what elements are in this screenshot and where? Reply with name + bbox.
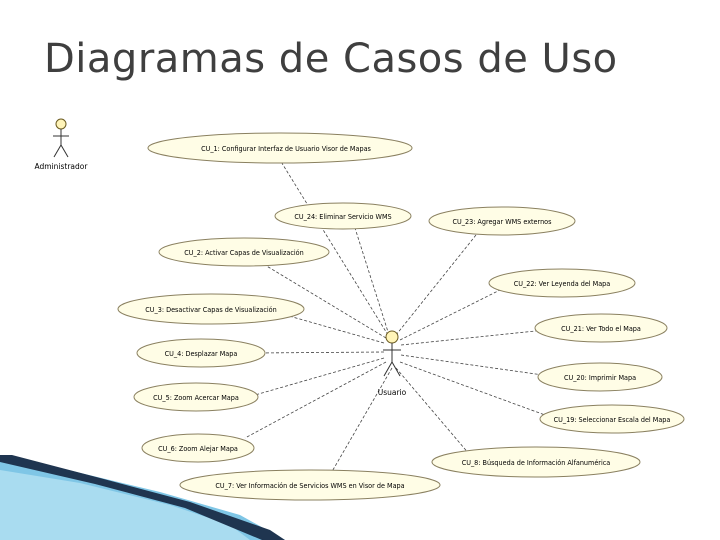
corner-decoration [0,455,285,540]
svg-text:CU_6: Zoom Alejar Mapa: CU_6: Zoom Alejar Mapa [158,444,238,453]
assoc-uc8 [395,367,471,456]
assoc-uc21 [400,329,546,346]
slide-title: Diagramas de Casos de Uso [44,36,618,82]
assoc-uc5 [254,357,385,396]
use-case-uc7: CU_7: Ver Información de Servicios WMS e… [179,469,441,501]
assoc-uc19 [399,361,546,416]
svg-text:CU_23: Agregar WMS externos: CU_23: Agregar WMS externos [452,217,552,226]
svg-text:CU_3: Desactivar Capas de Visu: CU_3: Desactivar Capas de Visualización [145,305,276,314]
use-case-uc21: CU_21: Ver Todo el Mapa [534,313,668,343]
use-case-uc2: CU_2: Activar Capas de Visualización [158,237,330,267]
use-case-uc24: CU_24: Eliminar Servicio WMS [274,202,412,230]
use-case-uc6: CU_6: Zoom Alejar Mapa [141,433,255,463]
assoc-uc23 [395,229,481,336]
svg-text:CU_1: Configurar Interfaz de U: CU_1: Configurar Interfaz de Usuario Vis… [201,144,371,153]
assoc-uc3 [274,311,385,344]
svg-text:CU_24: Eliminar Servicio WMS: CU_24: Eliminar Servicio WMS [294,212,391,221]
use-case-uc5: CU_5: Zoom Acercar Mapa [133,382,259,412]
use-case-uc3: CU_3: Desactivar Capas de Visualización [117,293,305,325]
svg-text:CU_21: Ver Todo el Mapa: CU_21: Ver Todo el Mapa [561,324,641,333]
use-case-uc8: CU_8: Búsqueda de Información Alfanuméri… [431,446,641,478]
use-case-uc20: CU_20: Imprimir Mapa [537,362,663,392]
assoc-uc1 [279,159,389,336]
svg-text:CU_22: Ver Leyenda del Mapa: CU_22: Ver Leyenda del Mapa [514,279,611,288]
use-case-uc23: CU_23: Agregar WMS externos [428,206,576,236]
use-case-uc19: CU_19: Seleccionar Escala del Mapa [539,404,685,434]
actor-label-user: Usuario [378,388,407,397]
svg-text:CU_8: Búsqueda de Información: CU_8: Búsqueda de Información Alfanuméri… [462,458,611,467]
assoc-uc22 [399,289,501,341]
assoc-uc4 [254,351,385,354]
actor-label-admin: Administrador [35,162,89,171]
assoc-uc2 [259,261,387,339]
svg-text:CU_20: Imprimir Mapa: CU_20: Imprimir Mapa [564,373,636,382]
actor-head-icon [385,330,399,344]
svg-text:CU_7: Ver Información de Servi: CU_7: Ver Información de Servicios WMS e… [215,481,404,490]
assoc-uc24 [354,227,390,336]
svg-text:CU_2: Activar Capas de Visuali: CU_2: Activar Capas de Visualización [184,248,303,257]
actor-administrador: Administrador [35,118,89,171]
actor-head-icon [55,118,67,130]
actor-usuario: Usuario [378,330,407,397]
svg-text:CU_5: Zoom Acercar Mapa: CU_5: Zoom Acercar Mapa [153,393,239,402]
assoc-uc6 [244,361,387,439]
use-case-uc1: CU_1: Configurar Interfaz de Usuario Vis… [147,132,413,164]
svg-text:CU_19: Seleccionar Escala del: CU_19: Seleccionar Escala del Mapa [554,415,671,424]
association-lines [244,159,551,476]
use-case-uc22: CU_22: Ver Leyenda del Mapa [488,268,636,298]
use-case-uc4: CU_4: Desplazar Mapa [136,338,266,368]
assoc-uc7 [329,367,393,476]
assoc-uc20 [400,354,551,377]
svg-text:CU_4: Desplazar Mapa: CU_4: Desplazar Mapa [165,349,238,358]
